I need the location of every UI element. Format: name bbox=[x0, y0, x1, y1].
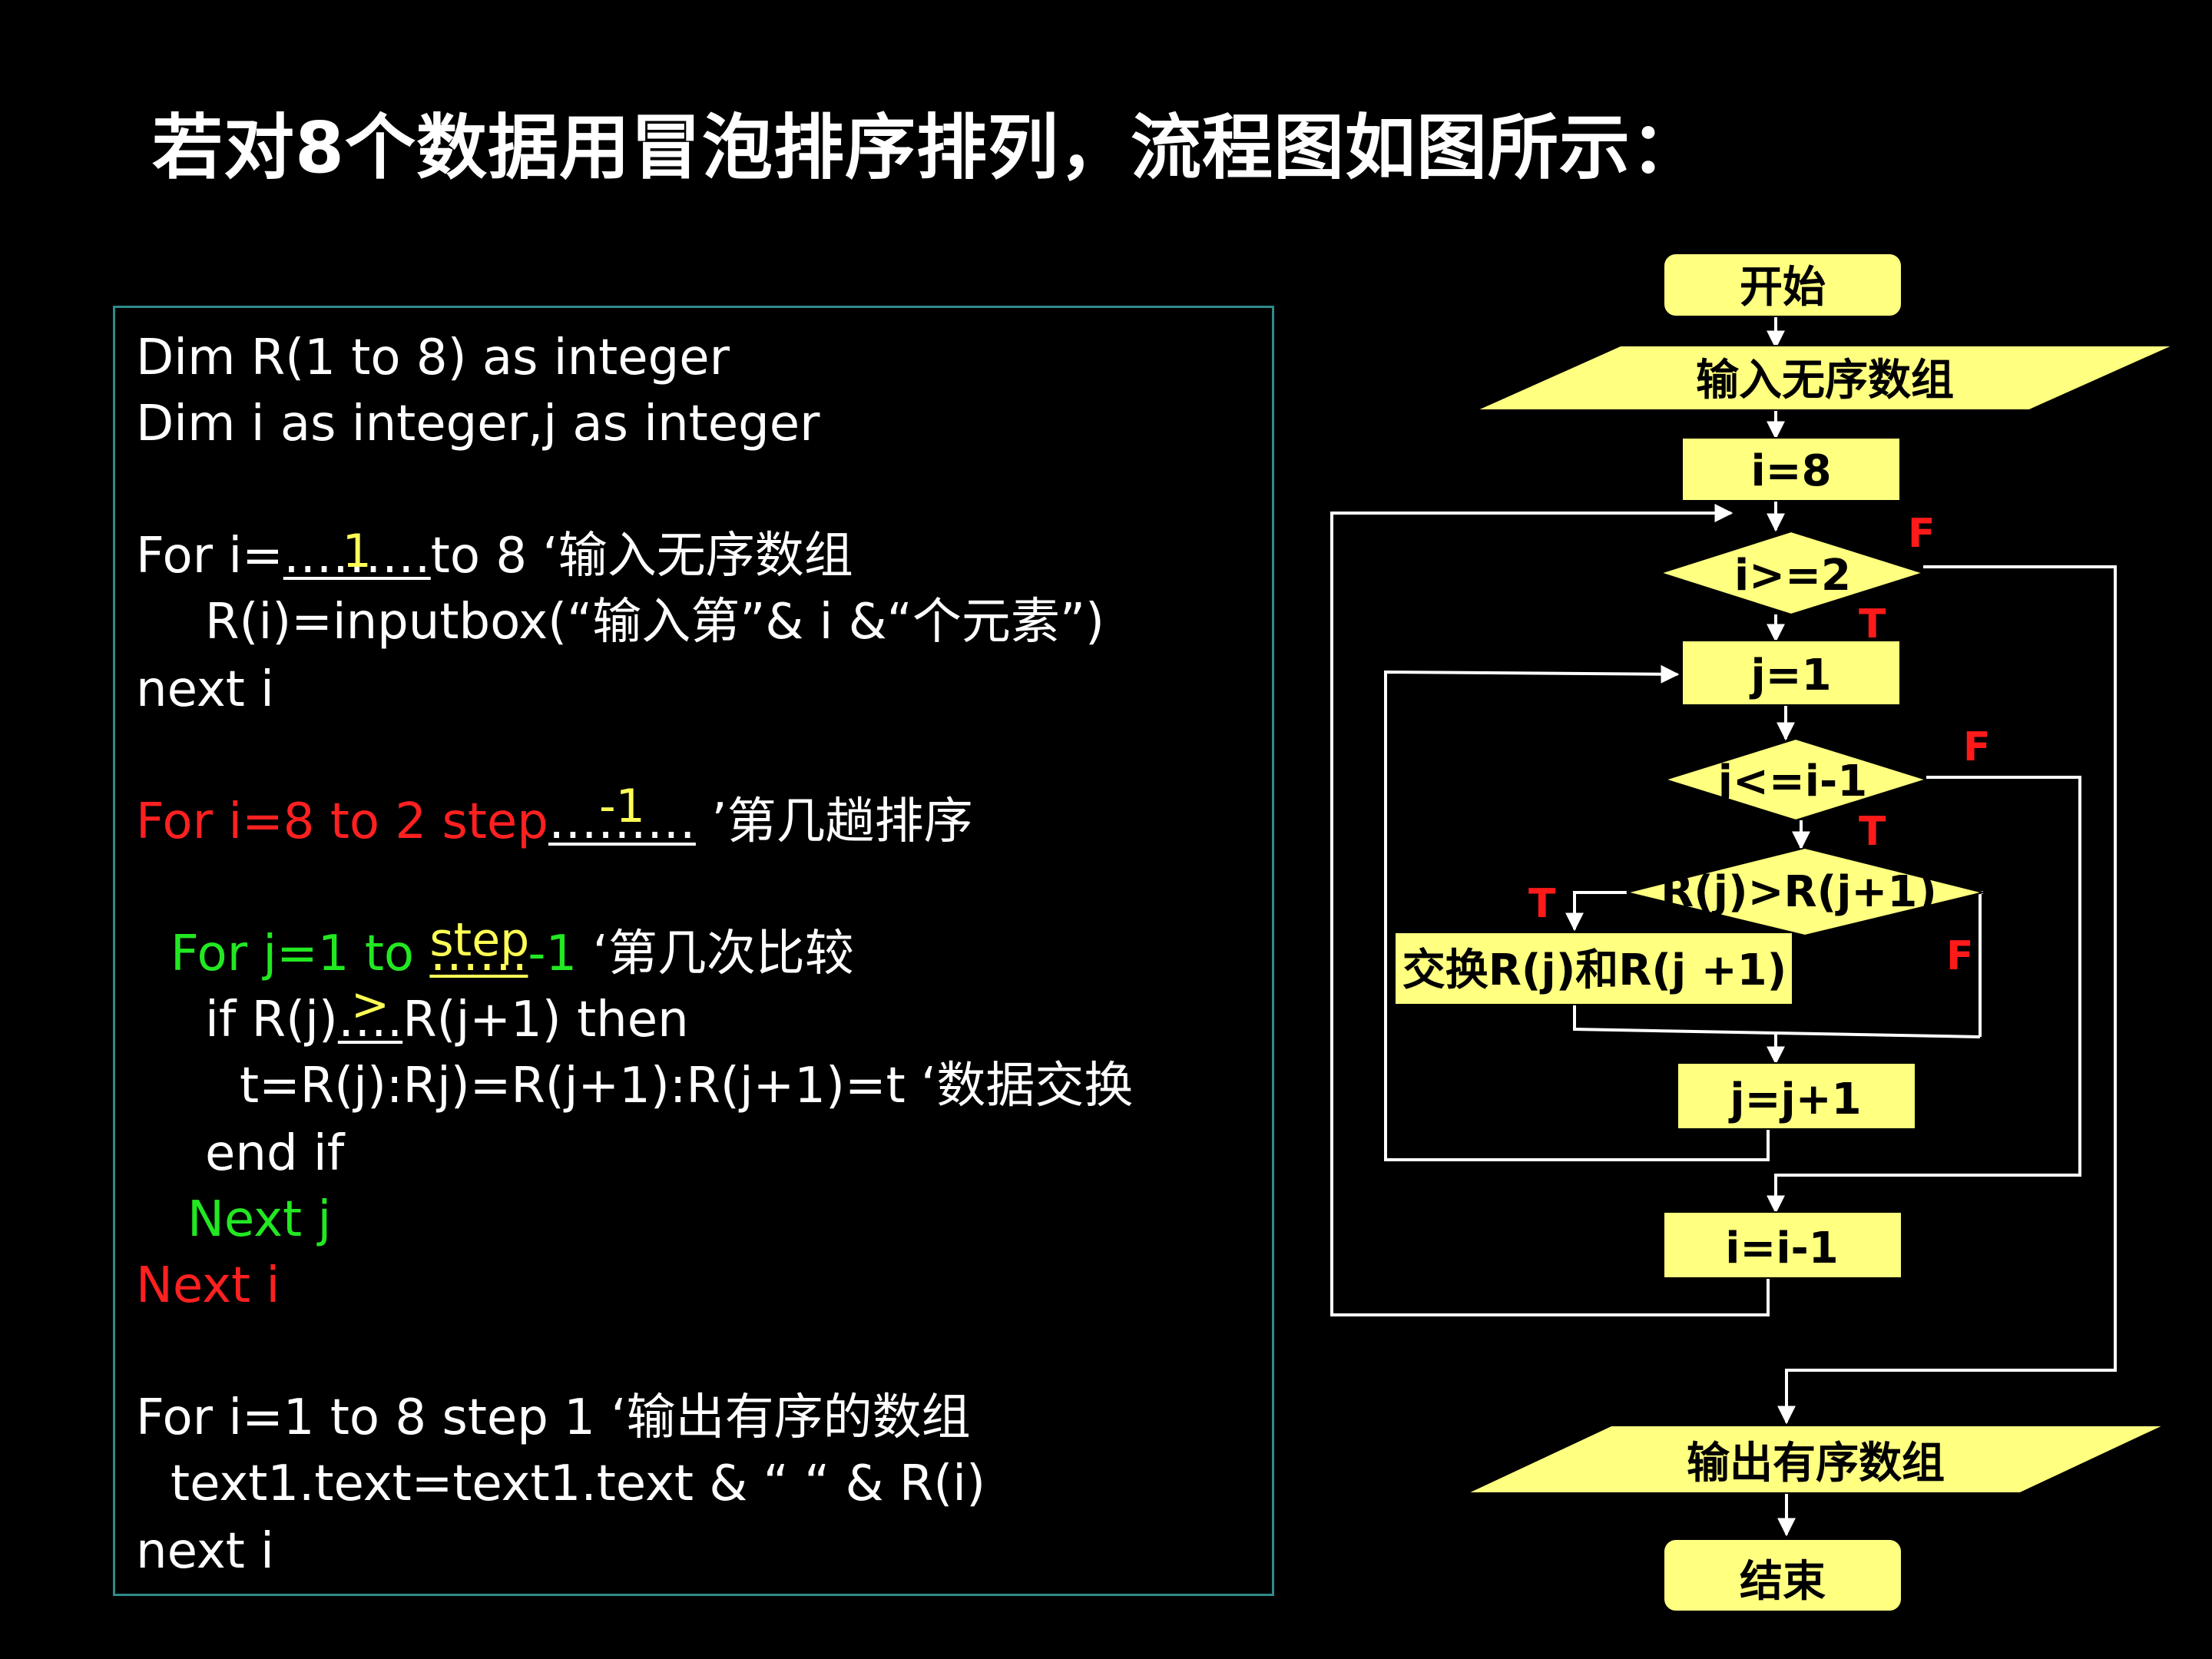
code-line-6: For i=8 to 2 step-1……… ’第几趟排序 bbox=[136, 783, 973, 846]
code-line-14: text1.text=text1.text & “ “ & R(i) bbox=[171, 1455, 986, 1512]
code-line-9: t=R(j):Rj)=R(j+1):R(j+1)=t ‘数据交换 bbox=[240, 1058, 1134, 1114]
arrow-cond-false bbox=[1777, 565, 2117, 1425]
node-init-i bbox=[1681, 437, 1901, 502]
code-line-6-blank-fill: -1 bbox=[598, 780, 645, 833]
label-cond-j-true: T bbox=[1859, 809, 1886, 855]
code-line-7-blank-dots: …… bbox=[429, 926, 528, 982]
code-line-3-blank-dots: ……… bbox=[283, 528, 431, 584]
node-cond-j bbox=[1662, 737, 1929, 822]
node-cond-cmp bbox=[1626, 846, 1984, 937]
label-init-j: j=1 bbox=[1749, 651, 1831, 700]
label-cond-i-true: T bbox=[1859, 601, 1886, 647]
node-input bbox=[1475, 345, 2174, 411]
label-cond-j-false: F bbox=[1963, 724, 1991, 770]
code-line-7: For j=1 to step……-1 ‘第几次比较 bbox=[171, 917, 854, 982]
node-inc-j bbox=[1677, 1062, 1916, 1130]
label-cond-i-false: F bbox=[1908, 511, 1936, 557]
label-cmp-false: F bbox=[1946, 933, 1974, 979]
code-line-1: Dim R(1 to 8) as integer bbox=[136, 329, 730, 386]
code-line-13: For i=1 to 8 step 1 ‘输出有序的数组 bbox=[136, 1389, 971, 1446]
arrow-loop-i bbox=[1330, 504, 1770, 1316]
flow-shapes bbox=[1394, 253, 2174, 1612]
arrow-cmp-swap bbox=[1565, 891, 1627, 932]
node-cond-i bbox=[1657, 530, 1926, 616]
code-panel bbox=[113, 306, 1274, 1596]
code-line-5: next i bbox=[136, 661, 274, 718]
label-cmp-true: T bbox=[1528, 881, 1556, 927]
code-line-6-post: ’第几趟排序 bbox=[695, 793, 973, 850]
node-end bbox=[1663, 1538, 1902, 1612]
code-line-6-pre: For i=8 to 2 step bbox=[136, 793, 548, 850]
label-output: 输出有序数组 bbox=[1687, 1439, 1945, 1488]
label-cond-j: j<=i-1 bbox=[1717, 757, 1867, 806]
slide-title: 若对8个数据用冒泡排序排列，流程图如图所示： bbox=[152, 107, 1703, 189]
code-line-7-post: ‘第几次比较 bbox=[577, 926, 854, 982]
code-line-4: R(i)=inputbox(“输入第”& i &“个元素”) bbox=[205, 594, 1104, 651]
node-dec-i bbox=[1663, 1211, 1902, 1279]
code-line-7-blank: step…… bbox=[429, 917, 529, 982]
label-end: 结束 bbox=[1740, 1557, 1826, 1607]
code-line-6-blank: -1……… bbox=[548, 783, 696, 846]
line-merge bbox=[1573, 1003, 1981, 1038]
code-line-7-mid: -1 bbox=[528, 926, 578, 982]
code-line-15: next i bbox=[136, 1523, 274, 1580]
node-swap bbox=[1394, 932, 1793, 1005]
label-cond-cmp: R(j)>R(j+1) bbox=[1661, 867, 1937, 917]
node-start bbox=[1663, 253, 1902, 317]
label-swap: 交换R(j)和R(j +1) bbox=[1402, 945, 1786, 995]
label-start: 开始 bbox=[1740, 263, 1826, 313]
code-line-7-pre: For j=1 to bbox=[171, 926, 430, 982]
label-dec-i: i=i-1 bbox=[1725, 1224, 1839, 1273]
code-line-3-blank: 1……… bbox=[283, 525, 431, 584]
label-cond-i: i>=2 bbox=[1734, 551, 1851, 601]
code-line-11: Next j bbox=[187, 1191, 332, 1248]
node-output bbox=[1466, 1425, 2165, 1494]
label-inc-j: j=j+1 bbox=[1728, 1075, 1861, 1124]
code-line-3-pre: For i= bbox=[136, 528, 283, 584]
flow-connectors bbox=[1330, 316, 2117, 1537]
code-line-8-post: R(j+1) then bbox=[402, 992, 689, 1048]
code-line-8-pre: if R(j) bbox=[205, 992, 338, 1048]
code-line-12: Next i bbox=[136, 1257, 280, 1314]
code-line-10: end if bbox=[205, 1125, 345, 1182]
code-line-3-post: to 8 ‘输入无序数组 bbox=[430, 528, 853, 584]
node-init-j bbox=[1681, 640, 1901, 706]
code-line-8: if R(j)>….R(j+1) then bbox=[205, 982, 689, 1048]
code-line-8-blank-fill: > bbox=[350, 978, 390, 1031]
label-init-i: i=8 bbox=[1750, 446, 1831, 496]
code-line-7-blank-fill: step bbox=[429, 913, 530, 967]
arrow-loop-j bbox=[1384, 664, 1770, 1161]
label-input: 输入无序数组 bbox=[1696, 356, 1954, 406]
line-cmp-false bbox=[1979, 891, 1983, 1037]
arrow-condj-false bbox=[1767, 776, 2081, 1214]
code-line-3-blank-fill: 1 bbox=[342, 525, 372, 578]
code-line-6-blank-dots: ……… bbox=[548, 793, 696, 850]
code-line-8-blank-dots: …. bbox=[337, 992, 403, 1048]
code-line-2: Dim i as integer,j as integer bbox=[136, 396, 820, 452]
code-line-8-blank: >…. bbox=[337, 982, 403, 1048]
code-line-3: For i=1………to 8 ‘输入无序数组 bbox=[136, 525, 853, 584]
